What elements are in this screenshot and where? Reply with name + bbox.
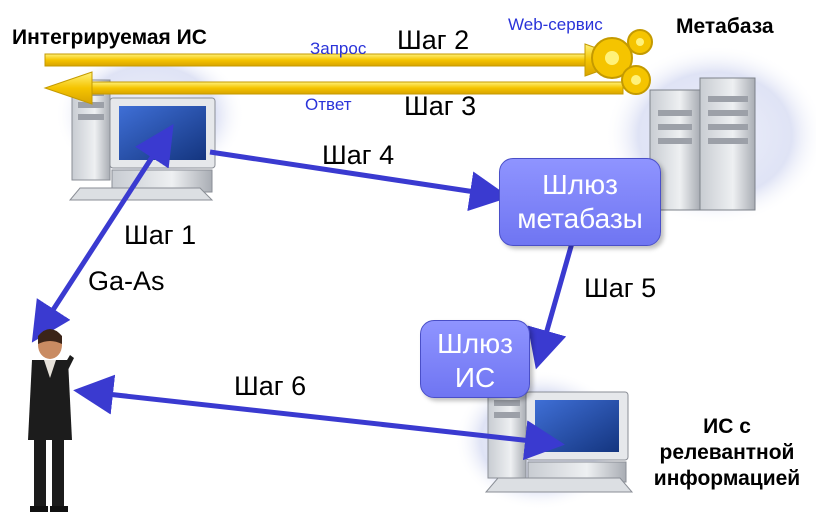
person-icon (28, 329, 74, 512)
is-gateway-box: Шлюз ИС (420, 320, 530, 398)
metabase-gateway-line1: Шлюз (542, 169, 618, 200)
step3-label: Шаг 3 (404, 91, 477, 121)
step1-label: Шаг 1 (124, 220, 197, 250)
response-arrow (43, 71, 624, 105)
ga-as-label: Ga-As (88, 266, 165, 296)
step4-arrow (209, 149, 510, 212)
step5-arrow (527, 242, 575, 370)
metabase-gateway-box: Шлюз метабазы (499, 158, 661, 246)
step1-arrow (31, 124, 174, 343)
relevant-is-line1: ИС с (703, 415, 751, 438)
integrated-is-label: Интегрируемая ИС (12, 26, 207, 49)
step6-label: Шаг 6 (234, 371, 307, 401)
metabase-label: Метабаза (676, 15, 774, 38)
relevant-is-line2: релевантной (659, 441, 795, 464)
step4-label: Шаг 4 (322, 140, 395, 170)
step6-arrow (73, 374, 565, 461)
request-label: Запрос (310, 39, 367, 58)
metabase-gateway-line2: метабазы (517, 203, 643, 234)
step5-label: Шаг 5 (584, 273, 657, 303)
is-gateway-line2: ИС (454, 362, 496, 393)
response-label: Ответ (305, 95, 352, 114)
web-service-label: Web-сервис (508, 15, 603, 34)
gears-icon (591, 29, 653, 95)
relevant-is-label: ИС с релевантной информацией (646, 414, 808, 492)
metabase-server-icon (649, 77, 756, 211)
step2-label: Шаг 2 (397, 25, 470, 55)
relevant-is-line3: информацией (653, 467, 801, 490)
is-gateway-line1: Шлюз (437, 328, 513, 359)
